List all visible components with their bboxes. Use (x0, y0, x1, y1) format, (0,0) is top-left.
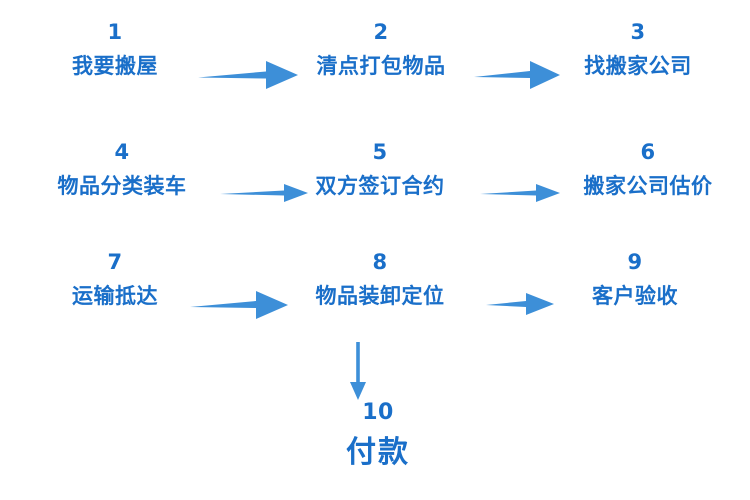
step-label: 找搬家公司 (584, 54, 692, 78)
arrow-7-to-8-icon (188, 288, 290, 322)
flow-step-1[interactable]: 1 我要搬屋 (34, 22, 196, 77)
arrow-8-to-9-icon (484, 290, 556, 318)
step-number: 8 (372, 250, 388, 274)
step-label: 搬家公司估价 (583, 174, 713, 198)
step-label: 物品分类装车 (57, 174, 187, 198)
step-number: 3 (630, 20, 646, 44)
flow-step-3[interactable]: 3 找搬家公司 (558, 22, 718, 77)
step-label: 客户验收 (592, 284, 678, 308)
flow-step-8[interactable]: 8 物品装卸定位 (288, 252, 472, 307)
flow-step-4[interactable]: 4 物品分类装车 (27, 142, 217, 197)
step-label: 我要搬屋 (72, 54, 158, 78)
flow-step-7[interactable]: 7 运输抵达 (35, 252, 195, 307)
arrow-8-to-10-icon (342, 340, 374, 402)
flow-step-2[interactable]: 2 清点打包物品 (290, 22, 472, 77)
flow-step-9[interactable]: 9 客户验收 (555, 252, 715, 307)
arrow-2-to-3-icon (472, 58, 562, 92)
step-label: 运输抵达 (72, 284, 158, 308)
step-number: 6 (640, 140, 656, 164)
step-number: 9 (627, 250, 643, 274)
flow-step-6[interactable]: 6 搬家公司估价 (553, 142, 743, 197)
flow-step-5[interactable]: 5 双方签订合约 (288, 142, 472, 197)
step-number: 2 (373, 20, 389, 44)
arrow-1-to-2-icon (196, 58, 300, 92)
step-label: 物品装卸定位 (315, 284, 445, 308)
step-number: 1 (107, 20, 123, 44)
flow-step-10[interactable]: 10 付款 (278, 402, 478, 468)
arrow-5-to-6-icon (478, 180, 562, 206)
step-label: 付款 (346, 435, 410, 470)
step-number: 7 (107, 250, 123, 274)
step-number: 4 (114, 140, 130, 164)
step-number: 5 (372, 140, 388, 164)
arrow-4-to-5-icon (218, 180, 310, 206)
step-label: 双方签订合约 (315, 174, 445, 198)
step-number: 10 (362, 400, 394, 425)
step-label: 清点打包物品 (316, 54, 446, 78)
